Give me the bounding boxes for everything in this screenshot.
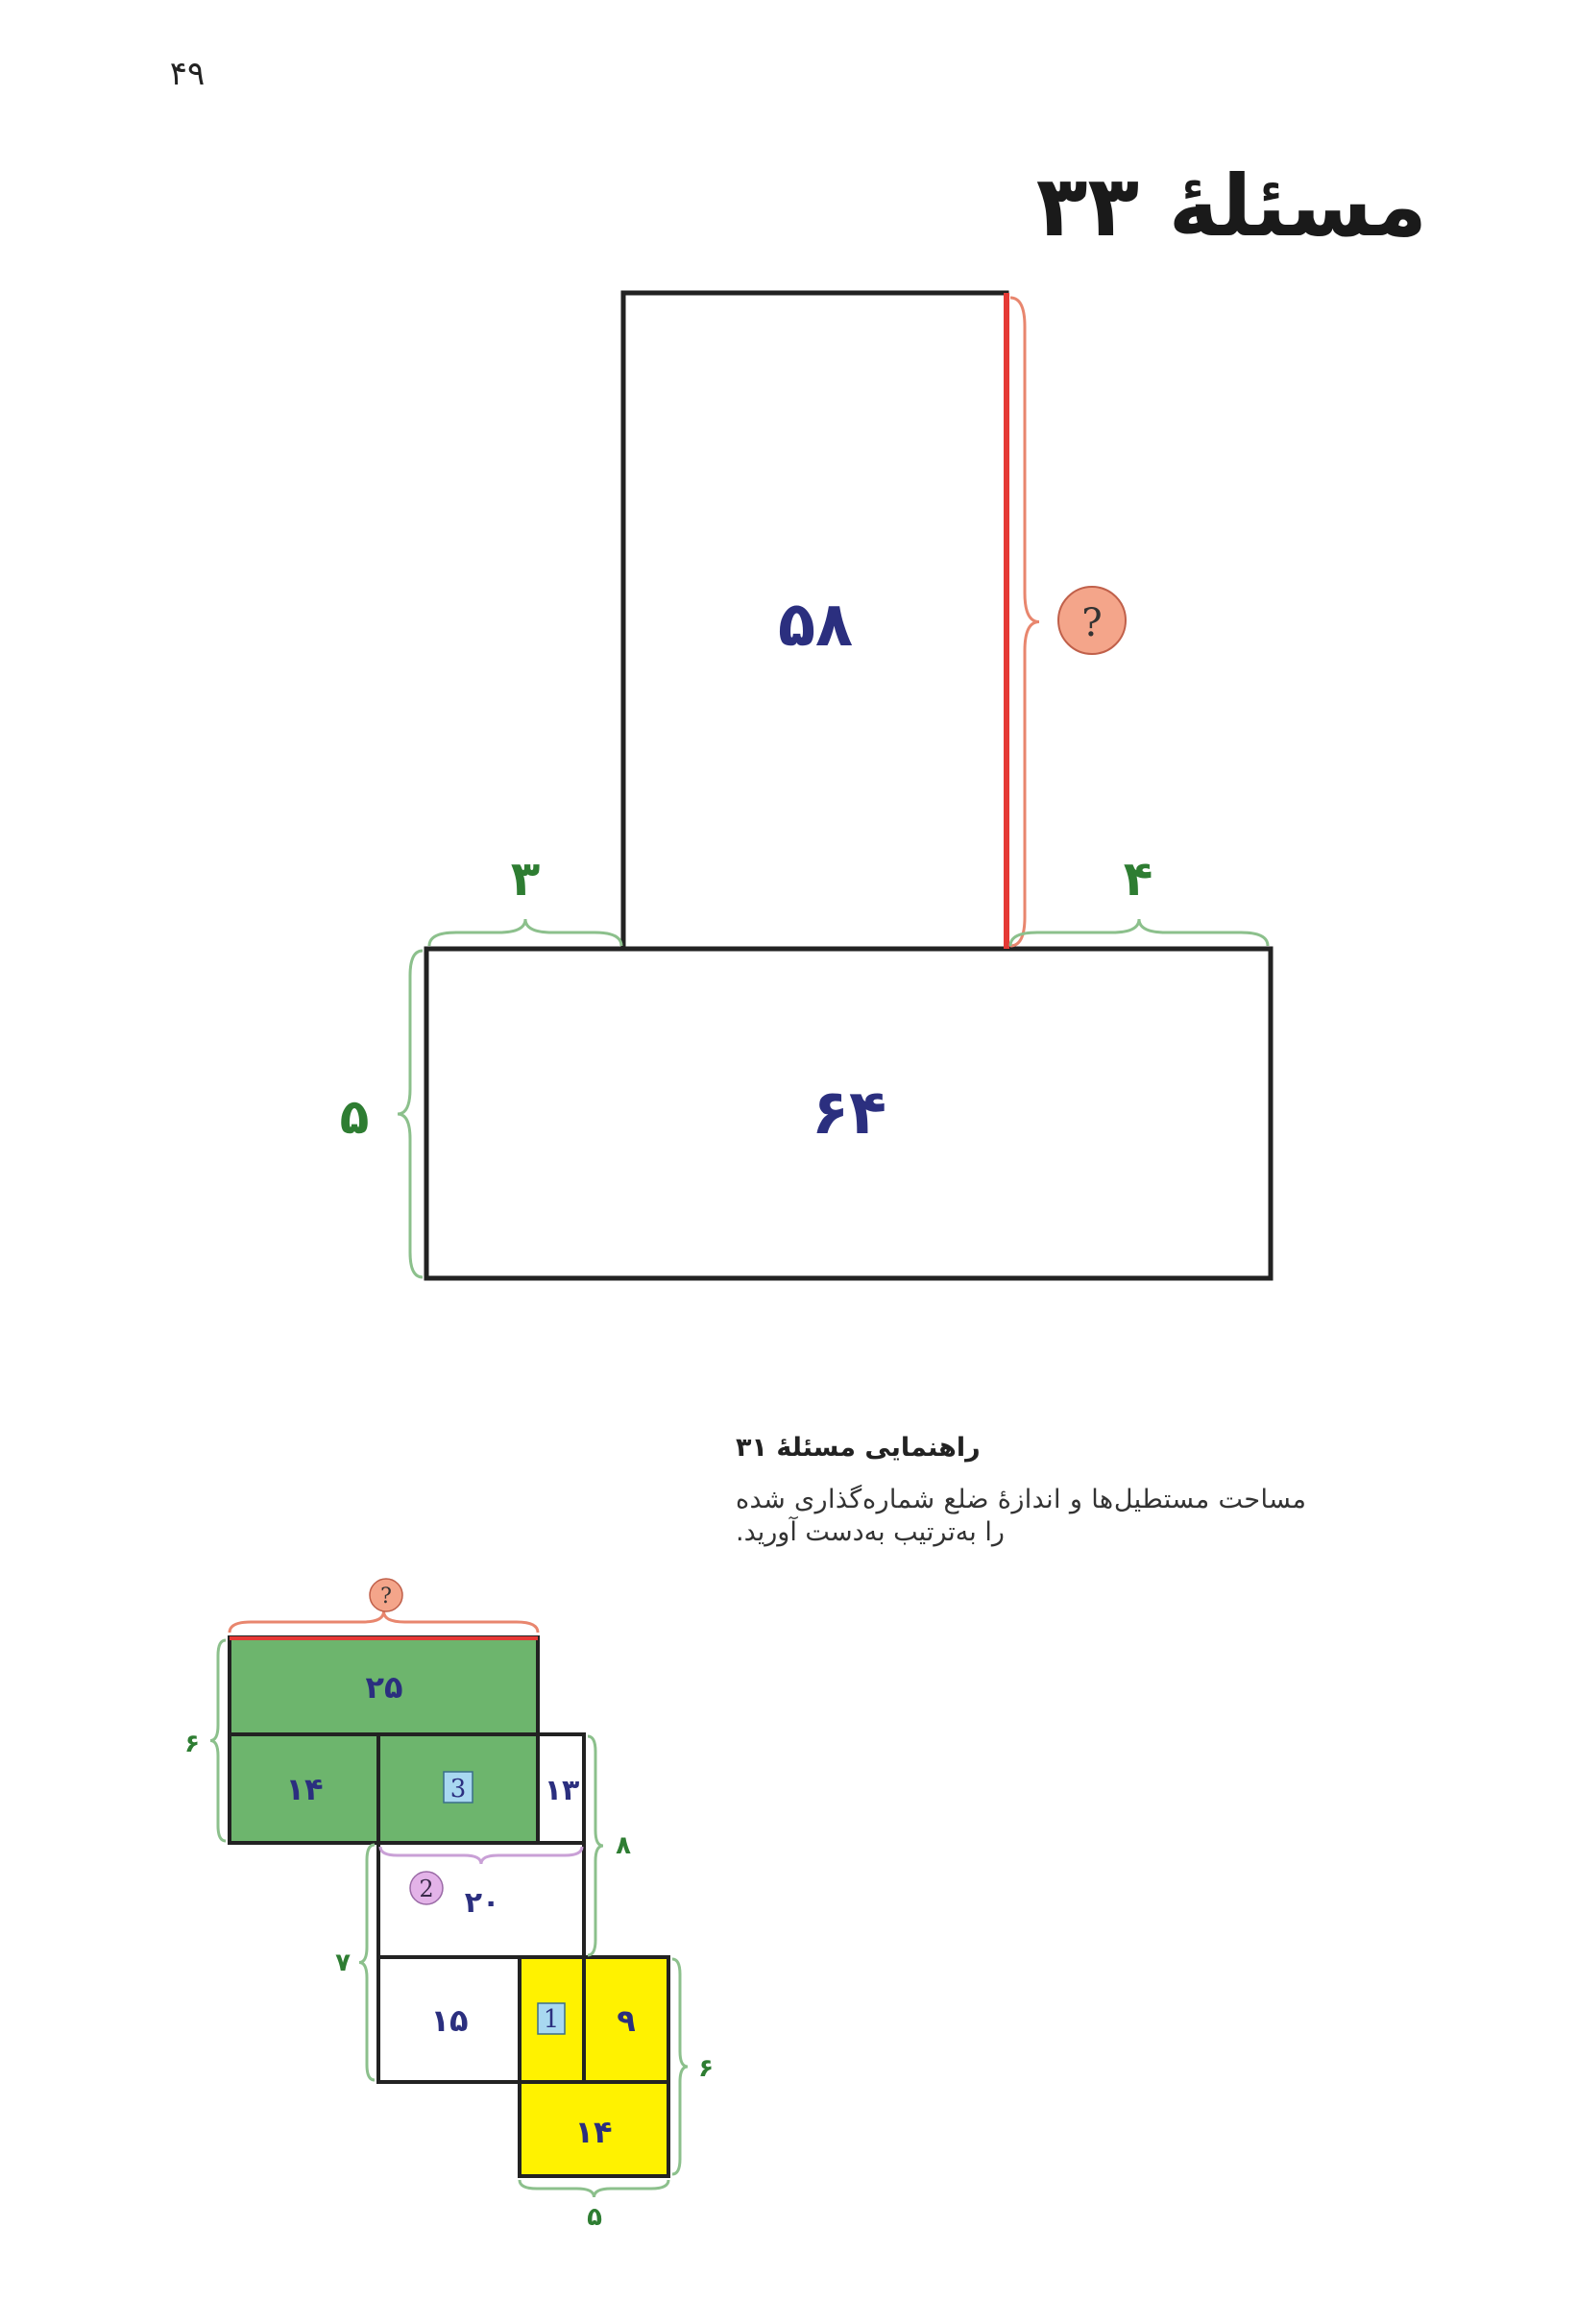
unknown-marker (1057, 586, 1127, 655)
left-brace-6 (209, 1638, 227, 1843)
hint-figure: ? ۲۵ ۱۴ 3 ۱۳ 2 ۲۰ ۱۵ 1 ۹ ۱۴ ۶ ۸ ۷ ۶ ۵ (184, 1578, 714, 2232)
hint-text-line2: را به‌ترتیب به‌دست آورید. (736, 1516, 1005, 1547)
height-label: ۵ (340, 1089, 370, 1145)
height-brace (397, 949, 424, 1279)
step-1-box (537, 2002, 566, 2035)
rect-area-14-green (228, 1732, 380, 1845)
step-3-label: 3 (450, 1775, 467, 1804)
dim-left-7: ۷ (335, 1949, 351, 1977)
dim-right-6: ۶ (698, 2054, 714, 2083)
bottom-rectangle (424, 946, 1274, 1281)
area-13-label: ۱۳ (545, 1774, 580, 1807)
problem-title: مسئلهٔ ۳۳ (1036, 157, 1427, 255)
hint-text-line1: مساحت مستطیل‌ها و اندازهٔ ضلع شماره‌گذار… (736, 1484, 1306, 1514)
step-3-box (443, 1771, 473, 1804)
area-15-label: ۱۵ (430, 2002, 468, 2039)
unknown-marker-label: ? (1081, 601, 1102, 645)
dim-bottom-5: ۵ (587, 2203, 602, 2232)
right-brace-6 (671, 1957, 689, 2176)
rect-area-13 (536, 1732, 586, 1845)
top-area-label: ۵۸ (778, 590, 853, 661)
step-1-label: 1 (544, 2005, 560, 2034)
left-gap-label: ۳ (511, 851, 541, 907)
step-2-marker (409, 1871, 444, 1905)
dim-right-8: ۸ (616, 1831, 631, 1860)
unknown-marker (369, 1578, 403, 1612)
page-number: ۴۹ (170, 55, 206, 93)
top-rectangle (620, 290, 1009, 952)
unknown-side-brace (1009, 296, 1040, 948)
main-figure: ۵۸ ۶۴ ? ۳ ۴ ۵ (340, 290, 1274, 1281)
right-gap-label: ۴ (1124, 851, 1153, 907)
area-9-label: ۹ (617, 2002, 636, 2039)
step-2-label: 2 (419, 1876, 433, 1902)
area-14-label: ۱۴ (285, 1771, 323, 1807)
area-20-label: ۲۰ (465, 1886, 500, 1920)
right-gap-brace (1008, 918, 1270, 947)
bottom-area-label: ۶۴ (812, 1077, 886, 1149)
step-2-brace (378, 1846, 584, 1865)
rect-area-9 (582, 1955, 670, 2084)
left-brace-7 (358, 1843, 376, 2082)
left-gap-brace (427, 918, 623, 947)
area-14-bottom-label: ۱۴ (574, 2114, 612, 2150)
unknown-marker-label: ? (380, 1585, 392, 1609)
right-brace-8 (587, 1734, 604, 1957)
rect-area-14-yellow (518, 2080, 670, 2178)
area-25-label: ۲۵ (365, 1669, 402, 1706)
top-brace (228, 1610, 540, 1634)
dim-left-6: ۶ (184, 1730, 200, 1758)
bottom-brace-5 (518, 2179, 670, 2198)
hint-heading: راهنمایی مسئلهٔ ۳۱ (736, 1433, 981, 1463)
